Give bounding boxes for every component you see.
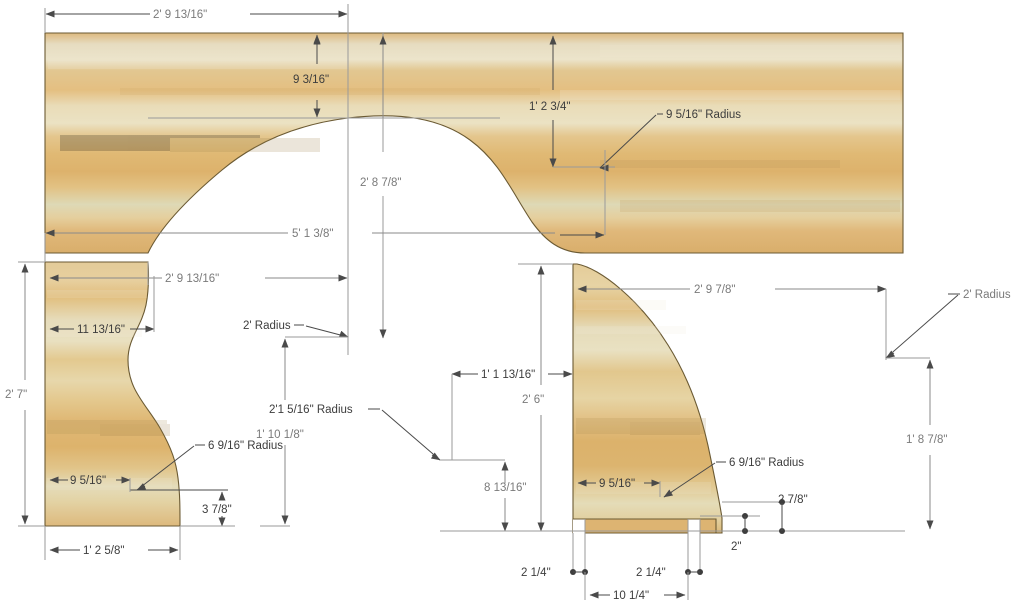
right-notch-gap-right [688, 519, 700, 534]
dim-right-top-width: 2' 9 7/8" [694, 284, 735, 296]
dim-right-lower-height: 8 13/16" [484, 482, 526, 494]
dim-left-upper-width: 2' 9 13/16" [165, 273, 219, 285]
dim-top-overall-width: 2' 9 13/16" [153, 9, 207, 21]
dim-left-radius-6-9-16: 6 9/16" Radius [208, 440, 283, 452]
right-notch-gap-left [573, 519, 585, 534]
top-board-grain [48, 45, 900, 212]
dim-top-span: 5' 1 3/8" [292, 228, 333, 240]
dimension-group-left: 2' 9 13/16" 11 13/16" 2' 7" 2' Radius 2'… [5, 261, 498, 560]
dim-right-height: 2' 6" [522, 394, 544, 406]
dim-right-tab-offset: 2 7/8" [778, 494, 808, 506]
right-profile-grain [576, 300, 711, 494]
dim-top-right-drop: 1' 2 3/4" [529, 101, 570, 113]
dimension-group-right: 2' 9 7/8" 2' Radius 1' 1 13/16" 2' 6" 8 [440, 263, 1011, 602]
dim-right-notch-spacing: 10 1/4" [613, 590, 649, 602]
dim-top-radius-9-5-16: 9 5/16" Radius [666, 109, 741, 121]
dim-right-offset-1-1-13-16: 1' 1 13/16" [481, 369, 535, 381]
dim-right-notch-left: 2 1/4" [521, 567, 551, 579]
dim-left-radius-2ft: 2' Radius [243, 320, 291, 332]
dim-left-radius-2-1-5-16: 2'1 5/16" Radius [269, 404, 353, 416]
dim-left-height: 2' 7" [5, 389, 27, 401]
dim-right-notch-right: 2 1/4" [636, 567, 666, 579]
dim-right-foot-offset: 9 5/16" [599, 478, 635, 490]
dim-top-crown-height: 9 3/16" [293, 74, 329, 86]
dim-right-radius-6-9-16: 6 9/16" Radius [729, 457, 804, 469]
right-profile-shape [572, 263, 723, 534]
dim-right-tab-height: 2" [731, 541, 741, 553]
dimension-group-top: 2' 9 13/16" 9 3/16" 1' 2 3/4" 9 5/16" Ra… [44, 4, 741, 355]
dim-left-offset-1-10-1-8: 1' 10 1/8" [256, 429, 304, 441]
dim-right-radius-2ft: 2' Radius [963, 289, 1011, 301]
dim-right-side-height: 1' 8 7/8" [906, 434, 947, 446]
dim-left-foot-height: 3 7/8" [202, 504, 232, 516]
dim-left-foot-offset: 9 5/16" [70, 475, 106, 487]
top-board-shape [44, 32, 904, 254]
dim-left-neck-width: 11 13/16" [77, 324, 125, 336]
dim-left-base-width: 1' 2 5/8" [83, 545, 124, 557]
left-profile-shape [44, 261, 181, 527]
dim-top-peak-height: 2' 8 7/8" [360, 177, 401, 189]
